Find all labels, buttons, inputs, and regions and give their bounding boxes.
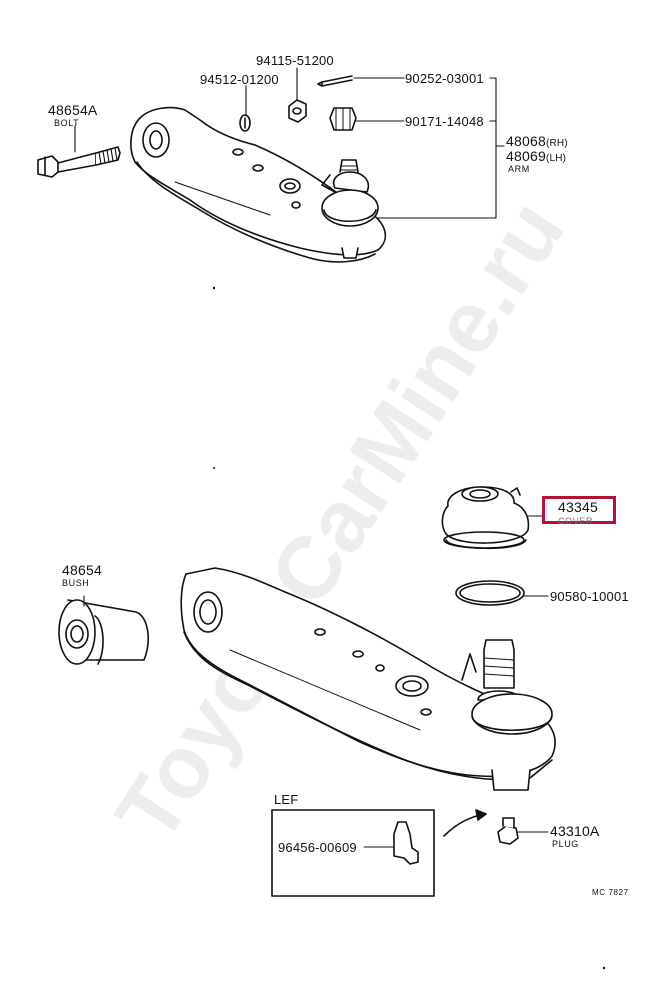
part-43310A-number[interactable]: 43310A [550,823,600,839]
part-94115-number[interactable]: 94115-51200 [256,53,334,68]
part-43345-name: COVER [558,516,594,526]
lef-box [271,809,487,897]
lower-arm-drawing [180,567,556,791]
part-48068-number-text: 48068 [506,133,546,149]
highlight-box [542,496,616,524]
part-48654A-number[interactable]: 48654A [48,102,98,118]
diagram-code: MC 7827 [592,888,629,897]
part-43310A-name: PLUG [552,839,579,849]
part-94512-number[interactable]: 94512-01200 [200,72,279,87]
part-48654A-name: BOLT [54,118,80,128]
part-48069-suffix: (LH) [545,153,567,164]
plug-drawing [497,817,519,845]
part-48654-number[interactable]: 48654 [62,562,102,578]
part-43345-number[interactable]: 43345 [558,499,598,515]
upper-arm-drawing [130,106,387,263]
part-48069-name: ARM [508,164,530,174]
snap-ring-drawing [455,580,525,606]
part-48068-suffix: (RH) [545,138,568,149]
cover-drawing [441,486,530,550]
part-90580-number[interactable]: 90580-10001 [550,589,629,604]
part-48068-number[interactable]: 48068(RH) [506,133,568,149]
upper-hardware-drawing [239,75,357,132]
upper-leader-lines [74,67,505,219]
lower-leader-lines [83,515,549,848]
part-96456-number[interactable]: 96456-00609 [278,840,357,855]
lef-label: LEF [274,792,299,807]
part-48654-name: BUSH [62,578,90,588]
part-48069-number[interactable]: 48069(LH) [506,148,566,164]
part-90252-number[interactable]: 90252-03001 [405,71,484,86]
part-90171-number[interactable]: 90171-14048 [405,114,484,129]
bush-drawing [58,599,149,665]
part-48069-number-text: 48069 [506,148,546,164]
bolt-drawing [37,146,121,178]
